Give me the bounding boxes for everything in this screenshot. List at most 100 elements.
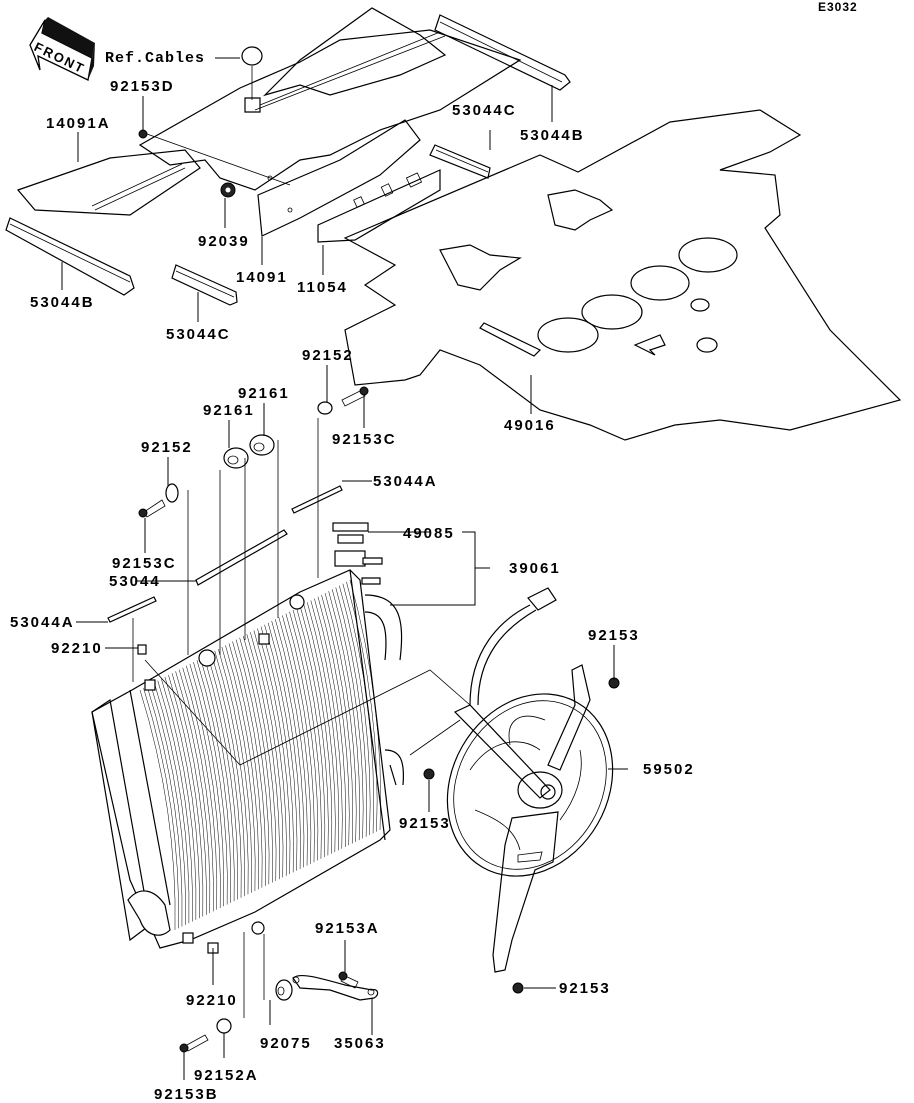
radiator-fin [175, 671, 211, 914]
front-arrow-icon [29, 17, 95, 81]
part-label-92153a[interactable]: 92153A [315, 920, 380, 937]
radiator-fin [342, 583, 374, 834]
radiator-fin [307, 602, 340, 851]
part-label-14091a[interactable]: 14091A [46, 115, 111, 132]
bolt-92153c-left [138, 499, 166, 518]
leader-lines [61, 57, 628, 1080]
radiator-fin [153, 682, 190, 924]
part-label-92152-left[interactable]: 92152 [141, 439, 193, 456]
part-label-53044a-top[interactable]: 53044A [373, 473, 438, 490]
part-label-92153c-top[interactable]: 92153C [332, 431, 397, 448]
clip-92210-top [137, 644, 147, 655]
radiator-fin [324, 592, 357, 842]
part-label-92161-b[interactable]: 92161 [238, 385, 290, 402]
part-label-92152-top[interactable]: 92152 [302, 347, 354, 364]
part-label-35063[interactable]: 35063 [334, 1035, 386, 1052]
radiator-fin [214, 650, 249, 895]
collar-92152-left [165, 483, 179, 503]
diagram-code: E3032 [818, 0, 858, 14]
radiator-fin [299, 606, 333, 854]
fan-59502 [446, 587, 614, 973]
radiator-fin [143, 688, 179, 929]
radiator-fin [331, 589, 364, 839]
radiator-fin [193, 661, 228, 905]
seal-53044c-top [429, 144, 491, 179]
radiator-fin [292, 609, 326, 858]
part-label-92152a[interactable]: 92152A [194, 1067, 259, 1084]
radiator-fin [257, 628, 291, 875]
part-label-53044c-top[interactable]: 53044C [452, 102, 517, 119]
radiator-fin [139, 689, 176, 931]
radiator-fin [321, 594, 353, 844]
radiator-fin [232, 641, 266, 886]
radiator-fin [339, 585, 371, 836]
radiator-fin [218, 648, 252, 893]
part-label-11054[interactable]: 11054 [297, 279, 348, 296]
radiator-fin [168, 675, 204, 917]
radiator-fin [296, 607, 329, 856]
radiator-fin [161, 678, 197, 920]
part-label-92153-bottom[interactable]: 92153 [559, 980, 611, 997]
seal-53044b-left [5, 217, 135, 296]
bolt-92153b [179, 1034, 209, 1053]
radiator-fin [314, 598, 347, 847]
part-label-92039[interactable]: 92039 [198, 233, 250, 250]
radiator-fin [246, 633, 280, 880]
heat-shield-14091a [16, 7, 522, 216]
part-label-14091[interactable]: 14091 [236, 269, 288, 286]
part-label-53044[interactable]: 53044 [109, 573, 161, 590]
part-label-49085[interactable]: 49085 [403, 525, 455, 542]
part-label-92210-bottom[interactable]: 92210 [186, 992, 238, 1009]
grommet-92161-a [223, 447, 249, 469]
part-label-53044b-left[interactable]: 53044B [30, 294, 95, 311]
radiator-fin [250, 632, 284, 878]
part-label-53044b-top[interactable]: 53044B [520, 127, 585, 144]
radiator-fin [285, 613, 319, 861]
part-label-92153-fan-top[interactable]: 92153 [588, 627, 640, 644]
part-label-49016[interactable]: 49016 [504, 417, 556, 434]
radiator-fin [242, 635, 277, 881]
part-label-92153c-left[interactable]: 92153C [112, 555, 177, 572]
part-label-92153b[interactable]: 92153B [154, 1086, 219, 1103]
radiator-fin [186, 665, 221, 908]
radiator-fin [317, 596, 350, 846]
part-label-92210-top[interactable]: 92210 [51, 640, 103, 657]
grommet-92075 [275, 979, 293, 1001]
radiator-fin [203, 656, 239, 900]
cable-clamp [241, 46, 263, 113]
ref-cables-label[interactable]: Ref.Cables [105, 50, 206, 67]
part-label-92153d[interactable]: 92153D [110, 78, 175, 95]
collar-92152a [216, 1018, 232, 1034]
part-label-53044c-mid[interactable]: 53044C [166, 326, 231, 343]
grommet-92039 [220, 182, 236, 198]
radiator-fin [310, 600, 343, 849]
radiator-fin [210, 652, 246, 897]
radiator-39061 [91, 522, 405, 949]
seal-53044b-top [434, 14, 571, 91]
pipe-53044a-top [291, 485, 343, 514]
radiator-fin [178, 669, 214, 912]
radiator-fin [239, 637, 273, 883]
part-label-92153-mid[interactable]: 92153 [399, 815, 451, 832]
radiator-fin [346, 581, 378, 832]
part-label-59502[interactable]: 59502 [643, 761, 695, 778]
radiator-fin [189, 663, 225, 907]
part-label-92075[interactable]: 92075 [260, 1035, 312, 1052]
radiator-fin [182, 667, 218, 910]
seal-53044c-mid [171, 264, 238, 306]
radiator-fin [164, 676, 200, 919]
radiator-fin [150, 684, 186, 925]
radiator-fin [303, 604, 336, 853]
radiator-fin [207, 654, 242, 898]
radiator-fin [171, 673, 207, 915]
radiator-fin [260, 626, 294, 873]
radiator-fin [278, 617, 312, 864]
part-label-53044a-left[interactable]: 53044A [10, 614, 75, 631]
radiator-fin [328, 591, 360, 841]
part-label-92161-a[interactable]: 92161 [203, 402, 255, 419]
pipe-53044 [195, 529, 288, 586]
part-label-39061[interactable]: 39061 [509, 560, 561, 577]
radiator-fin [146, 686, 183, 927]
collar-92152-top [317, 401, 333, 415]
